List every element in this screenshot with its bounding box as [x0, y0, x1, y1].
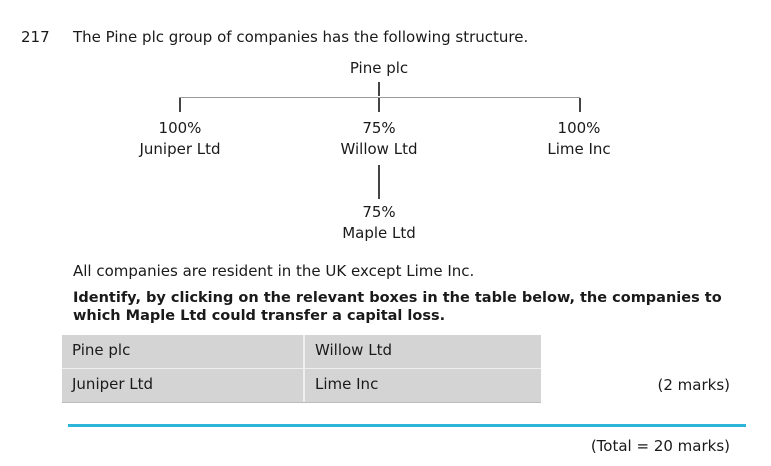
lime-percent: 100%	[557, 119, 601, 137]
instruction-text: Identify, by clicking on the relevant bo…	[73, 290, 722, 324]
option-lime-inc[interactable]: Lime Inc	[305, 369, 541, 402]
maple-name: Maple Ltd	[342, 224, 416, 242]
answer-table: Pine plc Willow Ltd Juniper Ltd Lime Inc	[62, 335, 541, 403]
willow-connector	[378, 98, 380, 112]
lime-name: Lime Inc	[547, 140, 611, 158]
question-number: 217	[21, 28, 50, 46]
child-lime: 100% Lime Inc	[509, 118, 649, 160]
willow-percent: 75%	[362, 119, 396, 137]
parent-company-name: Pine plc	[349, 59, 409, 77]
total-marks: (Total = 20 marks)	[590, 437, 730, 455]
lime-connector	[579, 98, 581, 112]
juniper-percent: 100%	[158, 119, 202, 137]
maple-percent: 75%	[362, 203, 396, 221]
residency-note: All companies are resident in the UK exc…	[73, 262, 475, 280]
table-divider-horizontal	[62, 368, 541, 369]
question-text: The Pine plc group of companies has the …	[73, 28, 529, 46]
maple-connector	[378, 165, 380, 199]
juniper-connector	[179, 98, 181, 112]
parent-connector	[378, 82, 380, 96]
option-pine-plc[interactable]: Pine plc	[62, 335, 303, 368]
option-juniper-ltd[interactable]: Juniper Ltd	[62, 369, 303, 402]
grandchild-maple: 75% Maple Ltd	[309, 202, 449, 244]
marks-label: (2 marks)	[657, 376, 731, 394]
parent-company: Pine plc	[309, 58, 449, 79]
juniper-name: Juniper Ltd	[139, 140, 221, 158]
child-willow: 75% Willow Ltd	[309, 118, 449, 160]
section-divider	[68, 424, 746, 427]
child-juniper: 100% Juniper Ltd	[110, 118, 250, 160]
horizontal-connector	[179, 97, 580, 98]
option-willow-ltd[interactable]: Willow Ltd	[305, 335, 541, 368]
willow-name: Willow Ltd	[340, 140, 418, 158]
